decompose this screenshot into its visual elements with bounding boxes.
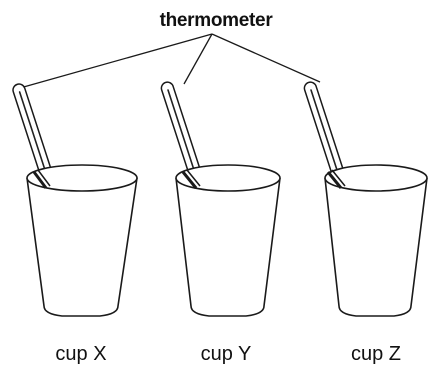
cup-x-rim <box>26 164 138 192</box>
cup-z-rim <box>324 164 428 192</box>
cup-x-label: cup X <box>55 343 106 365</box>
cup-y-label: cup Y <box>201 343 252 365</box>
cup-y-rim <box>175 164 281 192</box>
leader-line-y <box>183 33 213 85</box>
cup-z-group <box>303 81 428 317</box>
callout-leader-lines <box>19 33 321 89</box>
thermometer-callout-label: thermometer <box>160 10 274 31</box>
cup-z-label: cup Z <box>351 343 401 365</box>
cup-z-outline <box>324 177 428 317</box>
cup-y-outline <box>175 177 281 317</box>
leader-line-z <box>211 33 321 83</box>
cup-x-outline <box>26 177 138 317</box>
leader-line-x <box>19 33 213 89</box>
cup-x-group <box>12 83 138 317</box>
cup-y-group <box>160 81 281 317</box>
